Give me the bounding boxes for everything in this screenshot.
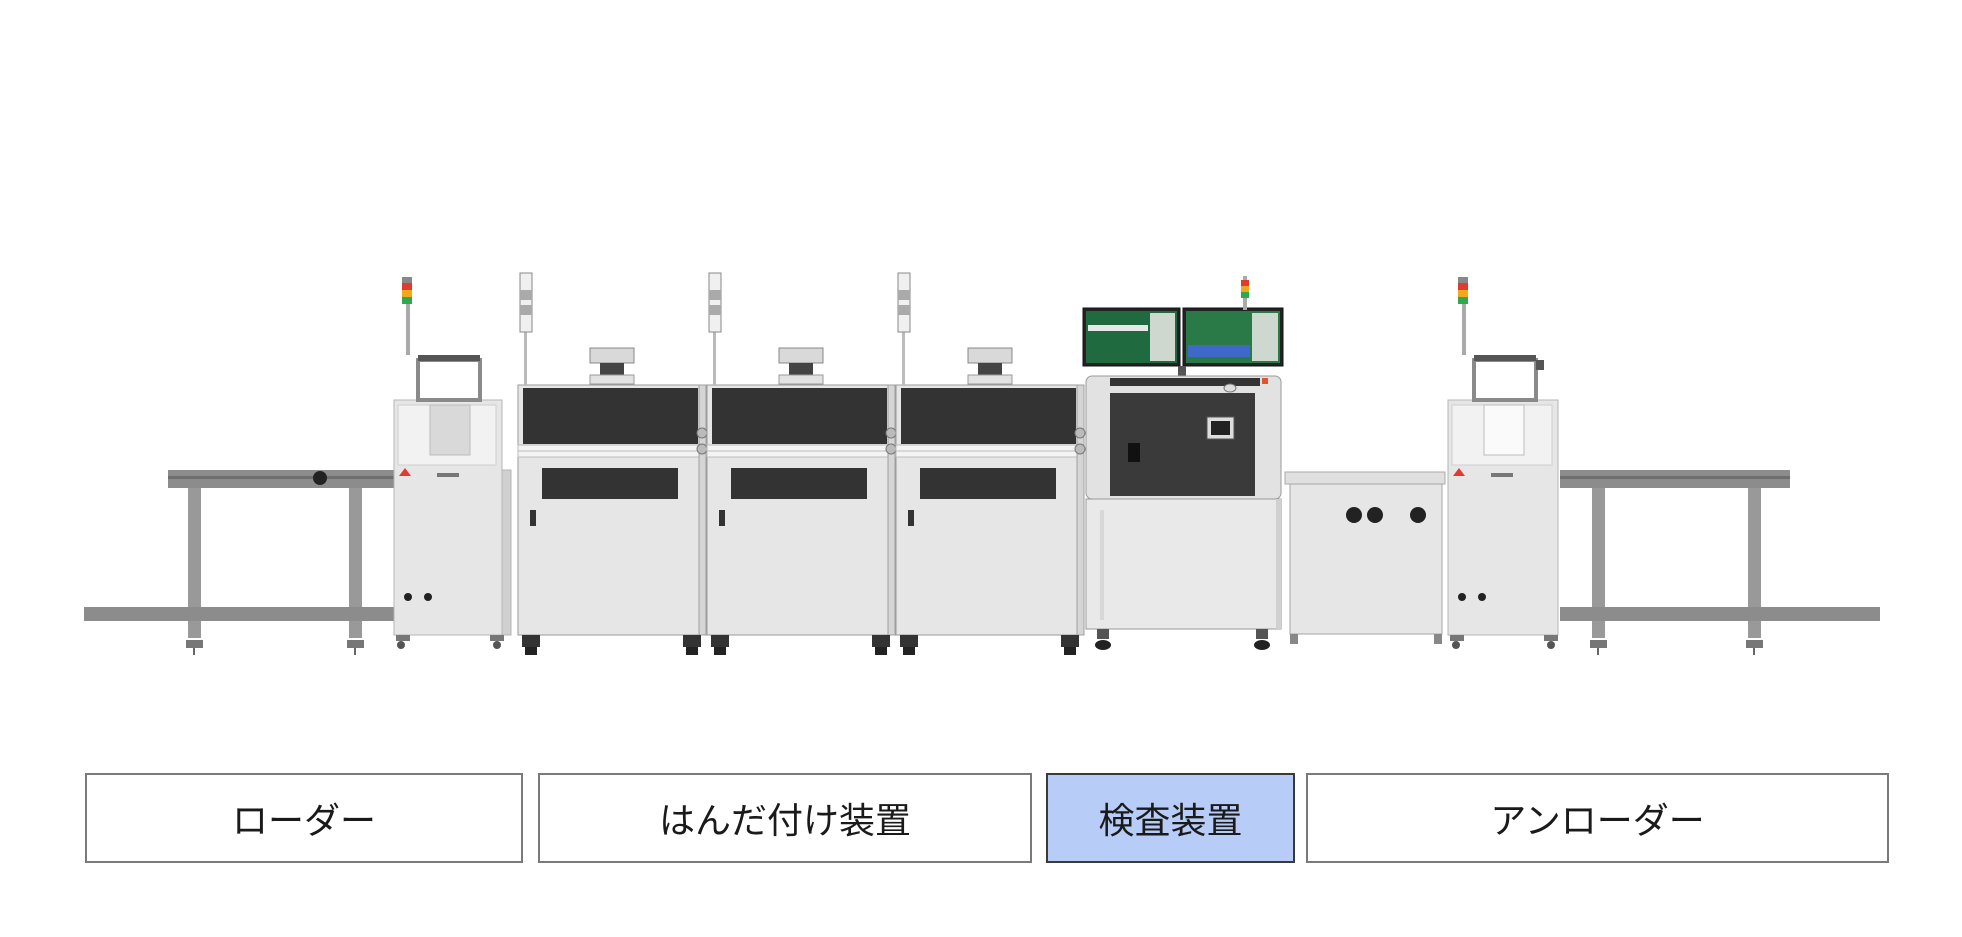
loader-machine bbox=[393, 277, 512, 649]
soldering-unit-1 bbox=[517, 272, 708, 655]
right-conveyor bbox=[1560, 470, 1880, 655]
soldering-button[interactable]: はんだ付け装置 bbox=[538, 773, 1032, 863]
loader-button[interactable]: ローダー bbox=[85, 773, 523, 863]
inspection-button[interactable]: 検査装置 bbox=[1046, 773, 1295, 863]
unloader-button[interactable]: アンローダー bbox=[1306, 773, 1889, 863]
inspection-machine bbox=[1082, 276, 1284, 650]
soldering-unit-2 bbox=[706, 272, 897, 655]
left-conveyor bbox=[84, 470, 394, 655]
buffer-unit bbox=[1284, 471, 1446, 644]
unloader-machine bbox=[1447, 277, 1559, 649]
soldering-unit-3 bbox=[895, 272, 1086, 655]
